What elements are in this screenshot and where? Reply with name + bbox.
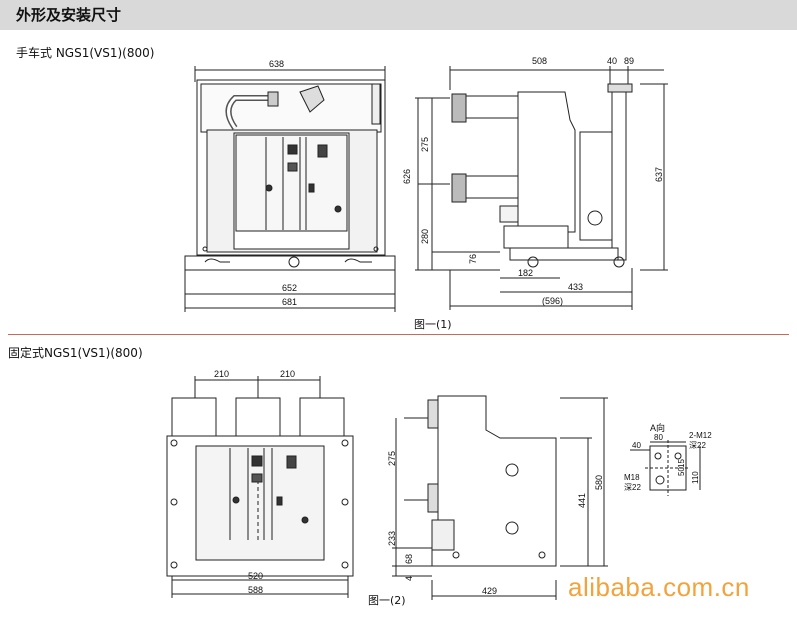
- fixed-front-view: [166, 376, 354, 598]
- dim-681: 681: [282, 297, 297, 307]
- dim-15: 15: [677, 459, 686, 468]
- watermark-text: alibaba.com.cn: [568, 572, 750, 602]
- figure-caption-2: 图一(2): [368, 594, 406, 607]
- dim-626: 626: [402, 169, 412, 184]
- dim-40: 40: [607, 56, 617, 66]
- dim-638: 638: [269, 59, 284, 69]
- dim-110: 110: [691, 471, 700, 484]
- dim-80-detail: 80: [654, 433, 663, 442]
- dim-508: 508: [532, 56, 547, 66]
- dim-596: (596): [542, 296, 563, 306]
- dim-182: 182: [518, 268, 533, 278]
- dim-40-detail: 40: [632, 441, 641, 450]
- dim-m18: M18: [624, 473, 640, 482]
- dim-433: 433: [568, 282, 583, 292]
- dim-275-fixed: 275: [387, 451, 397, 466]
- dim-m12: 2-M12: [689, 431, 712, 440]
- fixed-side-view: [392, 395, 608, 600]
- fixed-drawings: 210 210 520 588 275 233 68 4 441 580 429…: [166, 369, 712, 600]
- dim-89: 89: [624, 56, 634, 66]
- figure-caption-1: 图一(1): [414, 318, 452, 331]
- dim-deep22-a: 深22: [689, 441, 706, 450]
- section-title-fixed: 固定式NGS1(VS1)(800): [8, 346, 143, 360]
- dim-280: 280: [420, 229, 430, 244]
- dim-4: 4: [404, 576, 414, 581]
- dim-429: 429: [482, 586, 497, 596]
- dim-68: 68: [404, 554, 414, 564]
- mounting-detail-a: [630, 440, 701, 496]
- dim-210-right: 210: [280, 369, 295, 379]
- section-divider: [8, 334, 789, 335]
- dim-deep22-b: 深22: [624, 483, 641, 492]
- dim-275: 275: [420, 137, 430, 152]
- dim-441: 441: [577, 493, 587, 508]
- dim-580: 580: [594, 475, 604, 490]
- handcart-side-view: [415, 66, 668, 310]
- dim-50: 50: [677, 467, 686, 476]
- dim-652: 652: [282, 283, 297, 293]
- dim-588: 588: [248, 585, 263, 595]
- detail-view-label: A向: [650, 422, 665, 433]
- dim-233: 233: [387, 531, 397, 546]
- dim-210-left: 210: [214, 369, 229, 379]
- handcart-drawings: 638 652 681 508 40 89 275 626 280 76 637…: [184, 56, 668, 312]
- dim-637: 637: [654, 167, 664, 182]
- dim-76: 76: [468, 254, 478, 264]
- page-title: 外形及安装尺寸: [0, 0, 797, 30]
- section-title-handcart: 手车式 NGS1(VS1)(800): [16, 46, 155, 60]
- handcart-front-view: [184, 66, 396, 312]
- dim-520: 520: [248, 571, 263, 581]
